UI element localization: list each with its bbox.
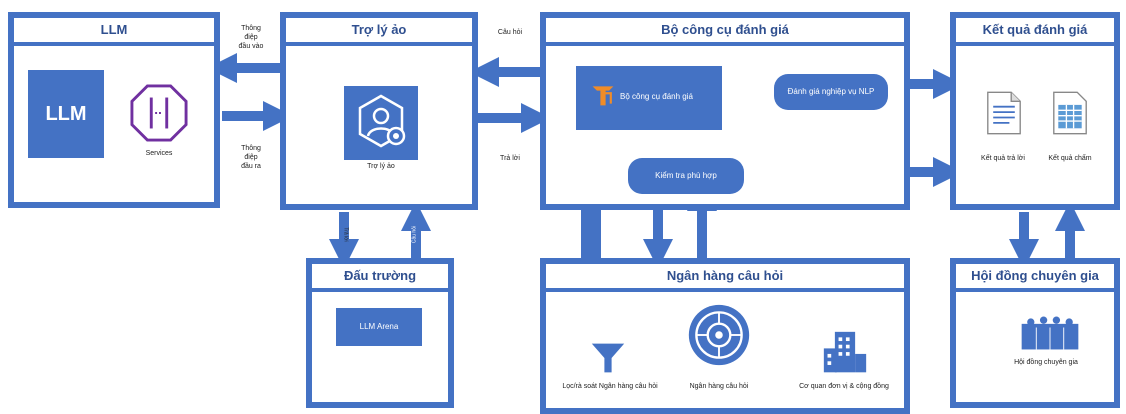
toolkit-box: Bộ công cụ đánh giá Bộ công cụ đánh giá …	[540, 12, 910, 210]
toolkit-logo-icon	[592, 86, 614, 106]
question-label: Câu hỏi	[497, 29, 523, 36]
filter-label: Lọc/rà soát Ngân hàng câu hỏi	[562, 383, 658, 390]
vault-icon	[688, 304, 750, 366]
output-label-line3: đầu ra	[241, 163, 261, 170]
compatibility-check-block: Kiểm tra phù hợp	[628, 158, 744, 194]
input-label-line1: Thông	[241, 25, 261, 32]
question-bank-title: Ngân hàng câu hỏi	[546, 264, 904, 292]
results-title: Kết quả đánh giá	[956, 18, 1114, 46]
llm-arena-block: LLM Arena	[336, 308, 422, 346]
assistant-box: Trợ lý ảo Trợ lý ảo	[280, 12, 478, 210]
arena-answer-label: Trả lời	[342, 227, 349, 242]
input-label-line2: điệp	[244, 34, 258, 41]
nlp-eval-block: Đánh giá nghiệp vụ NLP	[774, 74, 888, 110]
answer-label: Trả lời	[500, 155, 520, 162]
arena-box: Đấu trường LLM Arena	[306, 258, 454, 408]
output-label-line2: điệp	[244, 154, 258, 161]
llm-box: LLM LLM Services	[8, 12, 220, 208]
toolkit-title: Bộ công cụ đánh giá	[546, 18, 904, 46]
output-label: Thông điệp đầu ra	[226, 144, 276, 171]
virtual-assistant-icon	[344, 86, 418, 160]
spreadsheet-icon	[1053, 91, 1087, 135]
council-label: Hội đồng chuyên gia	[1014, 359, 1078, 366]
council-icon	[1021, 316, 1079, 350]
llm-logo: LLM	[28, 70, 104, 158]
assistant-title: Trợ lý ảo	[286, 18, 472, 46]
input-label-line3: đầu vào	[238, 43, 264, 50]
question-bank-box: Ngân hàng câu hỏi Lọc/rà soát Ngân hàng …	[540, 258, 910, 414]
output-label-line1: Thông	[241, 145, 261, 152]
answer-result-label: Kết quả trả lời	[981, 155, 1025, 162]
arena-title: Đấu trường	[312, 264, 448, 292]
toolkit-main-block: Bộ công cụ đánh giá	[576, 66, 722, 130]
services-label: Services	[145, 150, 173, 157]
bank-label: Ngân hàng câu hỏi	[689, 383, 749, 390]
llm-title: LLM	[14, 18, 214, 46]
building-icon	[823, 331, 867, 373]
document-icon	[987, 91, 1021, 135]
toolkit-main-label: Bộ công cụ đánh giá	[620, 92, 693, 101]
score-result-label: Kết quả chấm	[1048, 155, 1092, 162]
input-label: Thông điệp đầu vào	[226, 24, 276, 51]
org-label: Cơ quan đơn vị & cộng đồng	[799, 383, 889, 390]
council-title: Hội đồng chuyên gia	[956, 264, 1114, 292]
council-box: Hội đồng chuyên gia Hội đồng chuyên gia	[950, 258, 1120, 408]
assistant-icon-label: Trợ lý ảo	[367, 163, 395, 170]
filter-icon	[591, 343, 625, 373]
services-icon	[130, 84, 188, 142]
arena-question-label: Câu hỏi	[411, 225, 418, 244]
results-box: Kết quả đánh giá Kết quả trả lời Kết quả…	[950, 12, 1120, 210]
